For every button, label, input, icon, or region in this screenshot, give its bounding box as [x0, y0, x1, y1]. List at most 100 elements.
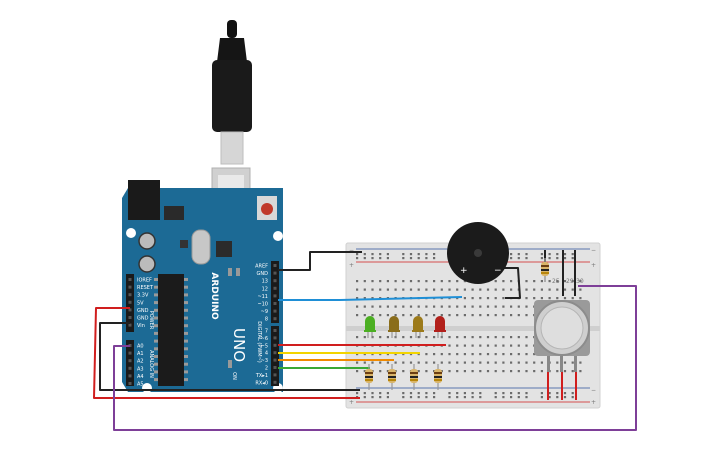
breadboard-hole[interactable]: [356, 305, 359, 308]
breadboard-hole[interactable]: [502, 396, 505, 399]
breadboard-hole[interactable]: [456, 392, 459, 395]
breadboard-hole[interactable]: [409, 305, 413, 308]
digital-pin-hole[interactable]: [273, 358, 277, 362]
breadboard-hole[interactable]: [579, 370, 582, 373]
breadboard-hole[interactable]: [563, 257, 567, 260]
breadboard-hole[interactable]: [563, 392, 567, 395]
breadboard-hole[interactable]: [386, 396, 389, 399]
breadboard-hole[interactable]: [494, 336, 497, 339]
digital-pin-hole[interactable]: [273, 380, 277, 384]
breadboard-hole[interactable]: [456, 314, 459, 317]
breadboard-hole[interactable]: [402, 392, 405, 395]
breadboard-hole[interactable]: [409, 288, 413, 291]
breadboard-hole[interactable]: [456, 288, 459, 291]
breadboard-hole[interactable]: [479, 305, 482, 308]
breadboard-hole[interactable]: [517, 336, 520, 339]
breadboard-hole[interactable]: [448, 314, 451, 317]
power-pin-hole[interactable]: [128, 323, 132, 327]
breadboard-hole[interactable]: [479, 288, 482, 291]
breadboard-hole[interactable]: [425, 392, 428, 395]
breadboard-hole[interactable]: [386, 370, 389, 373]
breadboard-hole[interactable]: [356, 280, 359, 283]
breadboard-hole[interactable]: [356, 392, 359, 395]
breadboard-hole[interactable]: [471, 353, 474, 356]
breadboard-hole[interactable]: [556, 257, 559, 260]
digital-pin-hole[interactable]: [273, 309, 277, 313]
breadboard-hole[interactable]: [409, 253, 413, 256]
breadboard-hole[interactable]: [433, 370, 436, 373]
breadboard-hole[interactable]: [394, 288, 397, 291]
breadboard-hole[interactable]: [479, 314, 482, 317]
power-pin-hole[interactable]: [128, 285, 132, 289]
breadboard-hole[interactable]: [463, 280, 466, 283]
breadboard-hole[interactable]: [371, 280, 374, 283]
breadboard-hole[interactable]: [363, 396, 366, 399]
breadboard-hole[interactable]: [371, 257, 374, 260]
breadboard-hole[interactable]: [471, 392, 474, 395]
breadboard-hole[interactable]: [517, 361, 520, 364]
breadboard-hole[interactable]: [471, 361, 474, 364]
breadboard-hole[interactable]: [556, 280, 559, 283]
breadboard-hole[interactable]: [571, 392, 574, 395]
power-pin-hole[interactable]: [128, 293, 132, 297]
breadboard-hole[interactable]: [409, 280, 413, 283]
breadboard-hole[interactable]: [502, 297, 505, 300]
breadboard-hole[interactable]: [371, 392, 374, 395]
breadboard-hole[interactable]: [402, 353, 405, 356]
breadboard-hole[interactable]: [494, 344, 497, 347]
breadboard-hole[interactable]: [525, 396, 528, 399]
breadboard-hole[interactable]: [371, 361, 374, 364]
breadboard-hole[interactable]: [379, 392, 382, 395]
breadboard-hole[interactable]: [525, 344, 528, 347]
breadboard-hole[interactable]: [540, 297, 543, 300]
breadboard-hole[interactable]: [510, 396, 513, 399]
breadboard-hole[interactable]: [379, 257, 382, 260]
breadboard-hole[interactable]: [379, 280, 382, 283]
breadboard-hole[interactable]: [494, 392, 497, 395]
digital-pin-hole[interactable]: [273, 286, 277, 290]
breadboard-hole[interactable]: [510, 257, 513, 260]
breadboard-hole[interactable]: [486, 361, 490, 364]
breadboard-hole[interactable]: [379, 370, 382, 373]
breadboard-hole[interactable]: [386, 392, 389, 395]
breadboard-hole[interactable]: [517, 392, 520, 395]
breadboard-hole[interactable]: [556, 288, 559, 291]
breadboard-hole[interactable]: [409, 353, 413, 356]
breadboard-hole[interactable]: [433, 253, 436, 256]
breadboard-hole[interactable]: [486, 353, 490, 356]
breadboard-hole[interactable]: [433, 280, 436, 283]
breadboard-hole[interactable]: [494, 297, 497, 300]
breadboard-hole[interactable]: [394, 353, 397, 356]
breadboard-hole[interactable]: [379, 336, 382, 339]
breadboard-hole[interactable]: [425, 257, 428, 260]
breadboard-hole[interactable]: [548, 288, 551, 291]
power-pin-hole[interactable]: [128, 300, 132, 304]
breadboard-hole[interactable]: [486, 288, 490, 291]
arduino-uno-board[interactable]: ARDUINO UNO DIGITAL (PWM~) POWER ANALOG …: [122, 180, 283, 393]
breadboard-hole[interactable]: [379, 253, 382, 256]
analog-pin-hole[interactable]: [128, 359, 132, 363]
breadboard-hole[interactable]: [571, 253, 574, 256]
breadboard-hole[interactable]: [448, 288, 451, 291]
breadboard-hole[interactable]: [486, 336, 490, 339]
digital-pin-hole[interactable]: [273, 366, 277, 369]
breadboard-hole[interactable]: [571, 280, 574, 283]
breadboard-hole[interactable]: [402, 370, 405, 373]
breadboard-hole[interactable]: [425, 396, 428, 399]
breadboard-hole[interactable]: [510, 344, 513, 347]
breadboard-hole[interactable]: [425, 280, 428, 283]
breadboard-hole[interactable]: [363, 280, 366, 283]
breadboard-hole[interactable]: [571, 370, 574, 373]
breadboard-hole[interactable]: [386, 305, 389, 308]
breadboard-hole[interactable]: [440, 305, 443, 308]
breadboard-hole[interactable]: [479, 370, 482, 373]
breadboard-hole[interactable]: [540, 288, 543, 291]
breadboard-hole[interactable]: [409, 396, 413, 399]
breadboard-hole[interactable]: [486, 314, 490, 317]
breadboard-hole[interactable]: [417, 370, 420, 373]
breadboard-hole[interactable]: [448, 392, 451, 395]
breadboard-hole[interactable]: [571, 297, 574, 300]
breadboard-hole[interactable]: [440, 353, 443, 356]
breadboard-hole[interactable]: [494, 370, 497, 373]
breadboard-hole[interactable]: [563, 288, 567, 291]
